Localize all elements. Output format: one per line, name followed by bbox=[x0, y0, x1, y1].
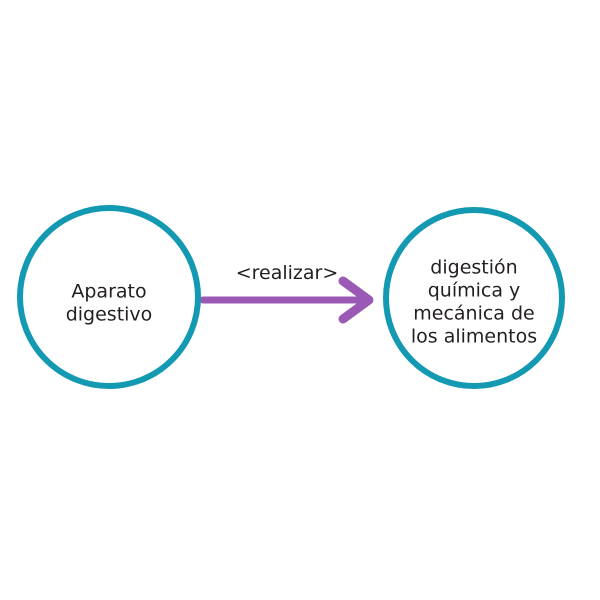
node-label-target-line2: química y bbox=[428, 280, 521, 302]
edge-realizar[interactable] bbox=[199, 276, 374, 324]
node-label-target-line3: mecánica de bbox=[413, 303, 535, 325]
edge-label-realizar: <realizar> bbox=[236, 262, 339, 284]
node-circle-target bbox=[383, 207, 565, 389]
node-label-source-line1: Aparato bbox=[71, 281, 146, 303]
node-label-source-line2: digestivo bbox=[66, 304, 153, 326]
node-digestion-quimica-mecanica[interactable]: digestión química y mecánica de los alim… bbox=[383, 207, 565, 389]
node-aparato-digestivo[interactable]: Aparato digestivo bbox=[17, 205, 201, 389]
arrowhead-icon bbox=[338, 276, 374, 324]
node-label-target-line1: digestión bbox=[430, 257, 517, 279]
node-circle-source bbox=[17, 205, 201, 389]
node-label-target-line4: los alimentos bbox=[411, 326, 537, 348]
